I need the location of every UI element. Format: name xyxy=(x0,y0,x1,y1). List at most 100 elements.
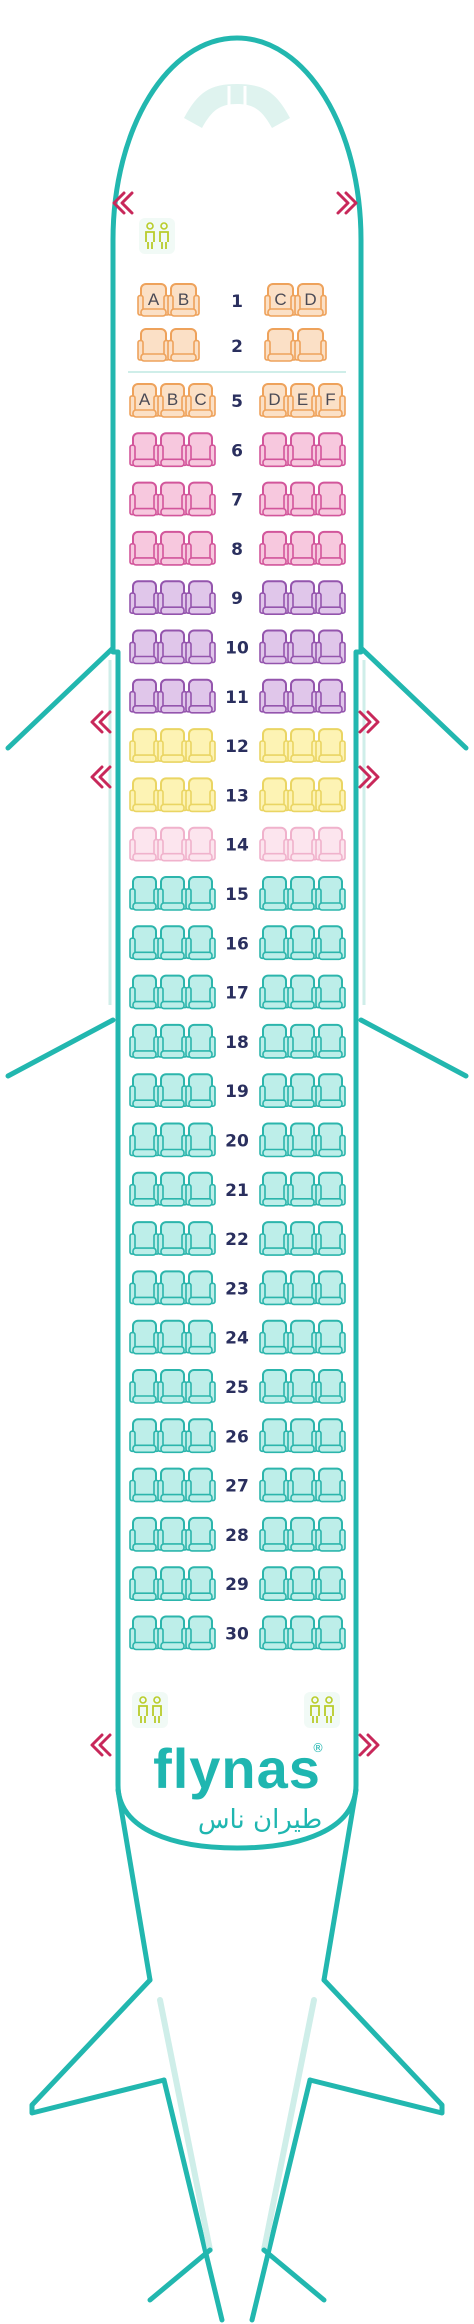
seat-22-B[interactable] xyxy=(157,1221,188,1256)
seat-6-A[interactable] xyxy=(129,432,160,468)
seat-7-F[interactable] xyxy=(315,481,346,517)
seat-15-C[interactable] xyxy=(185,876,216,911)
seat-11-E[interactable] xyxy=(287,678,318,714)
seat-14-C[interactable] xyxy=(185,826,216,862)
seat-13-F[interactable] xyxy=(315,777,346,813)
seat-10-D[interactable] xyxy=(259,629,290,665)
seat-16-B[interactable] xyxy=(157,925,188,961)
seat-28-A[interactable] xyxy=(129,1516,160,1552)
seat-24-F[interactable] xyxy=(315,1319,346,1355)
seat-19-F[interactable] xyxy=(315,1073,346,1108)
seat-9-C[interactable] xyxy=(185,580,216,616)
seat-29-C[interactable] xyxy=(185,1566,216,1601)
seat-25-A[interactable] xyxy=(129,1369,160,1404)
seat-9-A[interactable] xyxy=(129,580,160,616)
seat-16-A[interactable] xyxy=(129,925,160,961)
seat-30-E[interactable] xyxy=(287,1615,318,1651)
seat-12-B[interactable] xyxy=(157,728,188,763)
seat-5-F[interactable] xyxy=(315,383,346,418)
seat-17-A[interactable] xyxy=(129,974,160,1010)
seat-29-E[interactable] xyxy=(287,1566,318,1601)
seat-13-C[interactable] xyxy=(185,777,216,813)
seat-30-A[interactable] xyxy=(129,1615,160,1651)
seat-19-E[interactable] xyxy=(287,1073,318,1108)
seat-10-F[interactable] xyxy=(315,629,346,665)
seat-23-E[interactable] xyxy=(287,1270,318,1306)
seat-13-E[interactable] xyxy=(287,777,318,813)
seat-7-A[interactable] xyxy=(129,481,160,517)
seat-18-F[interactable] xyxy=(315,1023,346,1059)
seat-28-D[interactable] xyxy=(259,1516,290,1552)
seat-26-F[interactable] xyxy=(315,1418,346,1454)
seat-9-D[interactable] xyxy=(259,580,290,616)
seat-27-E[interactable] xyxy=(287,1467,318,1503)
seat-18-D[interactable] xyxy=(259,1023,290,1059)
seat-15-D[interactable] xyxy=(259,876,290,911)
seat-27-A[interactable] xyxy=(129,1467,160,1503)
seat-8-E[interactable] xyxy=(287,530,318,566)
seat-26-A[interactable] xyxy=(129,1418,160,1454)
seat-11-C[interactable] xyxy=(185,678,216,714)
seat-8-D[interactable] xyxy=(259,530,290,566)
seat-1-1[interactable] xyxy=(137,283,170,317)
seat-24-A[interactable] xyxy=(129,1319,160,1355)
seat-22-E[interactable] xyxy=(287,1221,318,1256)
seat-7-E[interactable] xyxy=(287,481,318,517)
seat-2-3[interactable] xyxy=(264,328,297,362)
seat-6-B[interactable] xyxy=(157,432,188,468)
seat-21-F[interactable] xyxy=(315,1171,346,1207)
seat-2-2[interactable] xyxy=(167,328,200,362)
seat-13-A[interactable] xyxy=(129,777,160,813)
seat-6-D[interactable] xyxy=(259,432,290,468)
seat-14-D[interactable] xyxy=(259,826,290,862)
seat-5-A[interactable] xyxy=(129,383,160,418)
seat-24-E[interactable] xyxy=(287,1319,318,1355)
seat-18-E[interactable] xyxy=(287,1023,318,1059)
seat-24-B[interactable] xyxy=(157,1319,188,1355)
seat-6-E[interactable] xyxy=(287,432,318,468)
seat-25-C[interactable] xyxy=(185,1369,216,1404)
seat-16-E[interactable] xyxy=(287,925,318,961)
seat-29-B[interactable] xyxy=(157,1566,188,1601)
seat-11-B[interactable] xyxy=(157,678,188,714)
seat-26-D[interactable] xyxy=(259,1418,290,1454)
seat-22-A[interactable] xyxy=(129,1221,160,1256)
seat-21-D[interactable] xyxy=(259,1171,290,1207)
seat-20-F[interactable] xyxy=(315,1122,346,1158)
seat-26-B[interactable] xyxy=(157,1418,188,1454)
seat-5-E[interactable] xyxy=(287,383,318,418)
seat-18-A[interactable] xyxy=(129,1023,160,1059)
seat-22-F[interactable] xyxy=(315,1221,346,1256)
seat-2-1[interactable] xyxy=(137,328,170,362)
seat-12-F[interactable] xyxy=(315,728,346,763)
seat-19-D[interactable] xyxy=(259,1073,290,1108)
seat-21-E[interactable] xyxy=(287,1171,318,1207)
seat-15-B[interactable] xyxy=(157,876,188,911)
seat-28-E[interactable] xyxy=(287,1516,318,1552)
seat-14-E[interactable] xyxy=(287,826,318,862)
seat-12-A[interactable] xyxy=(129,728,160,763)
seat-30-F[interactable] xyxy=(315,1615,346,1651)
seat-8-F[interactable] xyxy=(315,530,346,566)
seat-2-4[interactable] xyxy=(294,328,327,362)
seat-1-2[interactable] xyxy=(167,283,200,317)
seat-1-4[interactable] xyxy=(294,283,327,317)
seat-1-3[interactable] xyxy=(264,283,297,317)
seat-23-D[interactable] xyxy=(259,1270,290,1306)
seat-30-B[interactable] xyxy=(157,1615,188,1651)
seat-7-B[interactable] xyxy=(157,481,188,517)
seat-25-F[interactable] xyxy=(315,1369,346,1404)
seat-27-D[interactable] xyxy=(259,1467,290,1503)
seat-12-D[interactable] xyxy=(259,728,290,763)
seat-10-C[interactable] xyxy=(185,629,216,665)
seat-26-E[interactable] xyxy=(287,1418,318,1454)
seat-23-A[interactable] xyxy=(129,1270,160,1306)
seat-9-E[interactable] xyxy=(287,580,318,616)
seat-18-C[interactable] xyxy=(185,1023,216,1059)
seat-16-C[interactable] xyxy=(185,925,216,961)
seat-17-F[interactable] xyxy=(315,974,346,1010)
seat-29-A[interactable] xyxy=(129,1566,160,1601)
seat-28-B[interactable] xyxy=(157,1516,188,1552)
seat-22-D[interactable] xyxy=(259,1221,290,1256)
seat-28-F[interactable] xyxy=(315,1516,346,1552)
